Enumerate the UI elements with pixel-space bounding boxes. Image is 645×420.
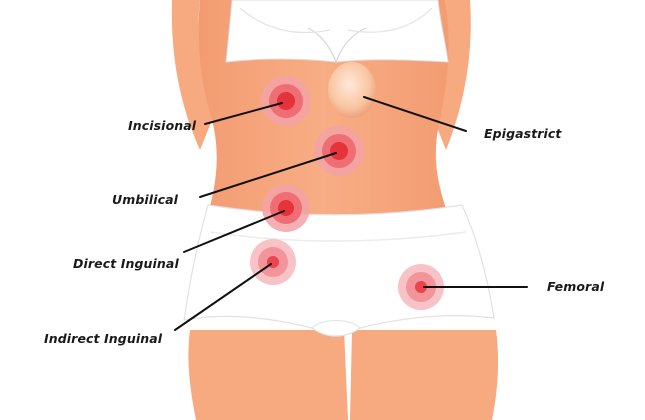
epigastrict-label: Epigastrict — [484, 126, 562, 141]
underwear — [183, 204, 495, 337]
direct-inguinal-hernia-spot — [262, 184, 310, 232]
underwear-crotch-seam — [311, 319, 361, 329]
left-leg — [188, 330, 348, 420]
umbilical-hernia-spot — [314, 126, 364, 176]
femoral-hernia-spot — [398, 264, 444, 310]
bra-cup-shading — [239, 7, 433, 34]
umbilical-label: Umbilical — [112, 192, 179, 207]
incisional-label: Incisional — [128, 118, 197, 133]
bra-center-line — [307, 27, 367, 63]
left-arm — [171, 0, 212, 150]
incisional-hernia-spot — [261, 76, 311, 126]
indirect-inguinal-pointer — [174, 263, 272, 331]
direct-inguinal-pointer — [183, 210, 285, 253]
indirect-inguinal-hernia-spot — [250, 239, 296, 285]
epigastrict-pointer — [363, 96, 467, 132]
bra-top — [225, 0, 449, 63]
right-leg — [350, 330, 499, 420]
underwear-waistband — [209, 231, 467, 242]
right-arm — [434, 0, 471, 150]
umbilical-pointer — [199, 152, 337, 198]
incisional-pointer — [204, 102, 283, 125]
indirect-inguinal-label: Indirect Inguinal — [44, 331, 163, 346]
epigastric-bulge — [328, 62, 376, 118]
direct-inguinal-label: Direct Inguinal — [73, 256, 179, 271]
femoral-label: Femoral — [547, 279, 605, 294]
